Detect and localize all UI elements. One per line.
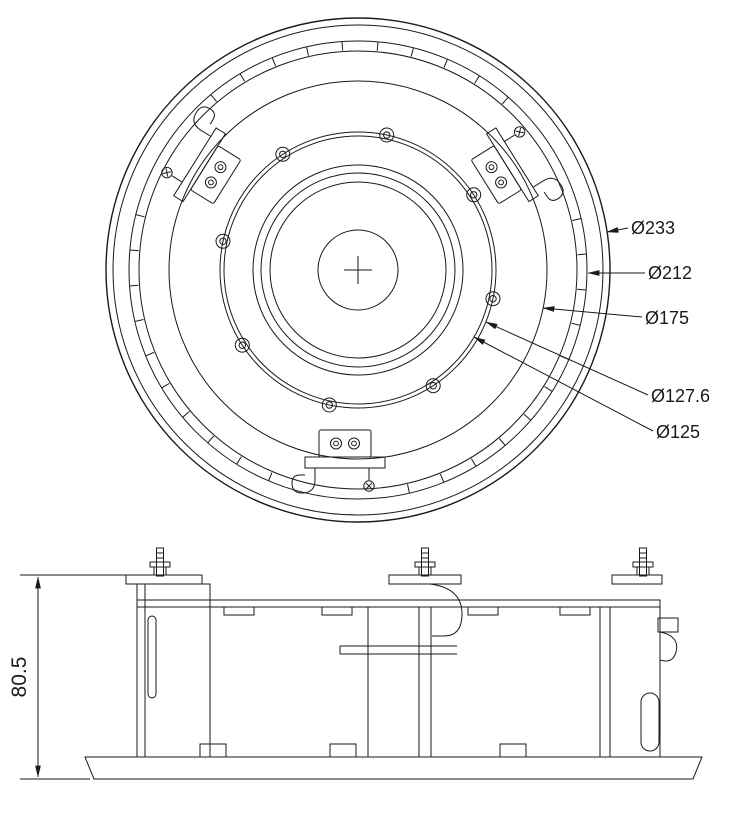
front-flange xyxy=(84,756,703,780)
bolt-circle xyxy=(219,131,497,409)
bezel-outer-circle xyxy=(128,40,588,500)
dimension-127-6: Ø127.6 xyxy=(485,321,710,406)
dimension-233: Ø233 xyxy=(606,218,675,238)
cone-circle-1 xyxy=(252,164,464,376)
left-slot xyxy=(147,615,157,699)
clip-top-right xyxy=(463,114,567,228)
clip-bottom xyxy=(291,429,386,494)
outer-rim-circle xyxy=(105,17,611,523)
side-view: 80.5 xyxy=(8,547,703,780)
clamp-arm-right xyxy=(657,617,679,662)
speaker-circles xyxy=(105,17,611,523)
bezel-inner-circle xyxy=(138,50,578,490)
dim-label-125: Ø125 xyxy=(656,422,700,442)
clamp-plates xyxy=(125,574,663,585)
dim-label-233: Ø233 xyxy=(631,218,675,238)
clamp-screw-left xyxy=(149,547,171,577)
rim-inner-edge-circle xyxy=(112,24,604,516)
dimension-125: Ø125 xyxy=(473,336,700,442)
bezel-ticks xyxy=(129,41,587,494)
dim-label-212: Ø212 xyxy=(648,263,692,283)
dimension-212: Ø212 xyxy=(587,263,692,283)
clamp-screw-right xyxy=(632,547,654,577)
speaker-body xyxy=(136,583,661,758)
dim-label-height: 80.5 xyxy=(8,657,31,698)
top-view: Ø233 Ø212 Ø175 Ø127.6 Ø125 xyxy=(105,17,710,523)
dim-label-175: Ø175 xyxy=(645,308,689,328)
center-crosshair xyxy=(344,256,372,284)
cutout-circle xyxy=(223,135,493,405)
height-dimension: 80.5 xyxy=(8,574,135,780)
dim-label-127-6: Ø127.6 xyxy=(651,386,710,406)
clamp-arm-middle xyxy=(429,583,463,637)
right-capsule xyxy=(640,692,660,752)
frame-circle xyxy=(168,80,548,460)
clamp-screw-middle xyxy=(414,547,436,577)
cone-circle-2 xyxy=(260,172,456,368)
mounting-screws xyxy=(215,127,501,413)
dimension-175: Ø175 xyxy=(542,306,689,328)
dust-cap-circle xyxy=(317,229,399,311)
cone-circle-3 xyxy=(269,181,447,359)
